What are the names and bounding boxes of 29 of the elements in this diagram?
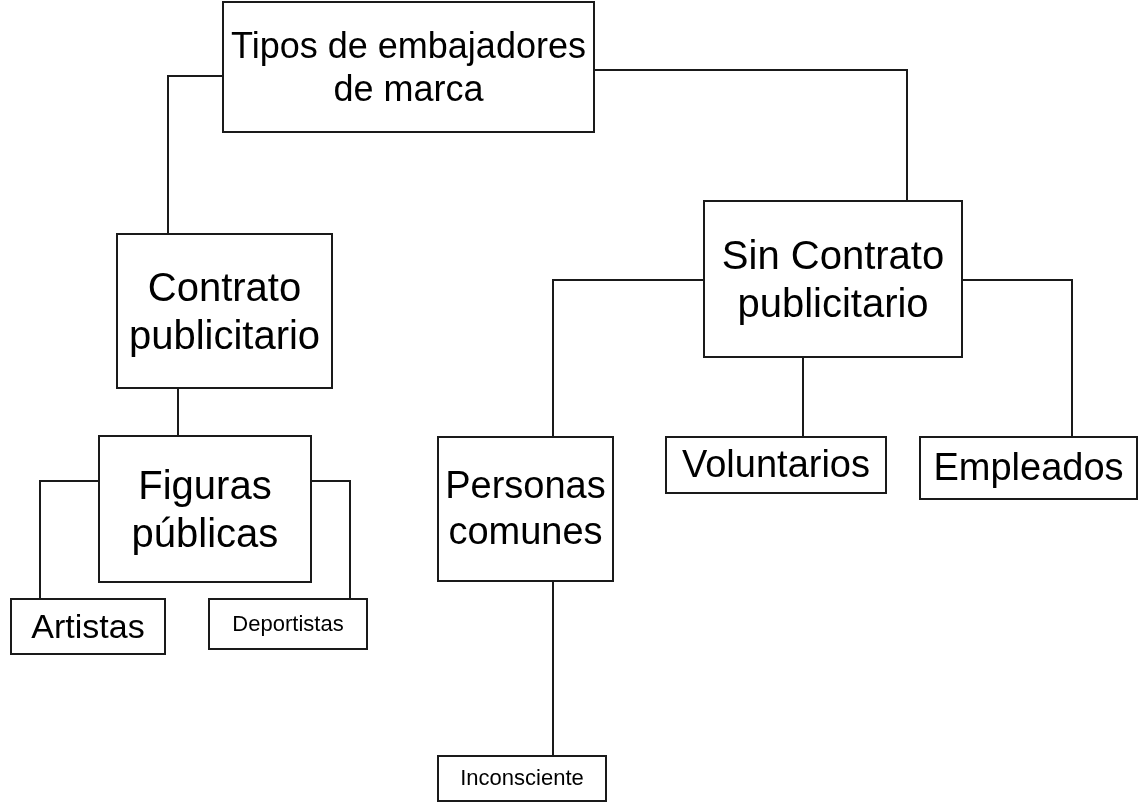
connector-line [552, 279, 704, 437]
box-label: Sin Contrato publicitario [720, 232, 946, 327]
hierarchy-box [222, 1, 595, 133]
hierarchy-box [10, 598, 166, 655]
box-label: Artistas [31, 606, 145, 647]
hierarchy-box [437, 436, 614, 582]
box-label: Contrato publicitario [127, 264, 322, 359]
hierarchy-box [437, 755, 607, 802]
hierarchy-box [703, 200, 963, 358]
connector-line [802, 357, 804, 437]
hierarchy-box [116, 233, 333, 389]
connector-line [177, 388, 179, 436]
box-label: Inconsciente [460, 765, 584, 792]
connector-line [552, 581, 554, 756]
box-label: Personas comunes [444, 463, 607, 554]
connector-line [167, 75, 223, 234]
hierarchy-box [665, 436, 887, 494]
hierarchy-box [919, 436, 1138, 500]
hierarchy-box [98, 435, 312, 583]
box-label: Deportistas [232, 610, 344, 638]
box-label: Tipos de embajadores de marca [230, 23, 587, 111]
box-label: Figuras públicas [130, 462, 280, 557]
hierarchy-box [208, 598, 368, 650]
connector-line [39, 480, 99, 599]
box-label: Voluntarios [682, 442, 870, 488]
connector-line [962, 279, 1073, 437]
box-label: Empleados [933, 445, 1124, 491]
connector-line [594, 69, 908, 201]
connector-line [311, 480, 351, 599]
